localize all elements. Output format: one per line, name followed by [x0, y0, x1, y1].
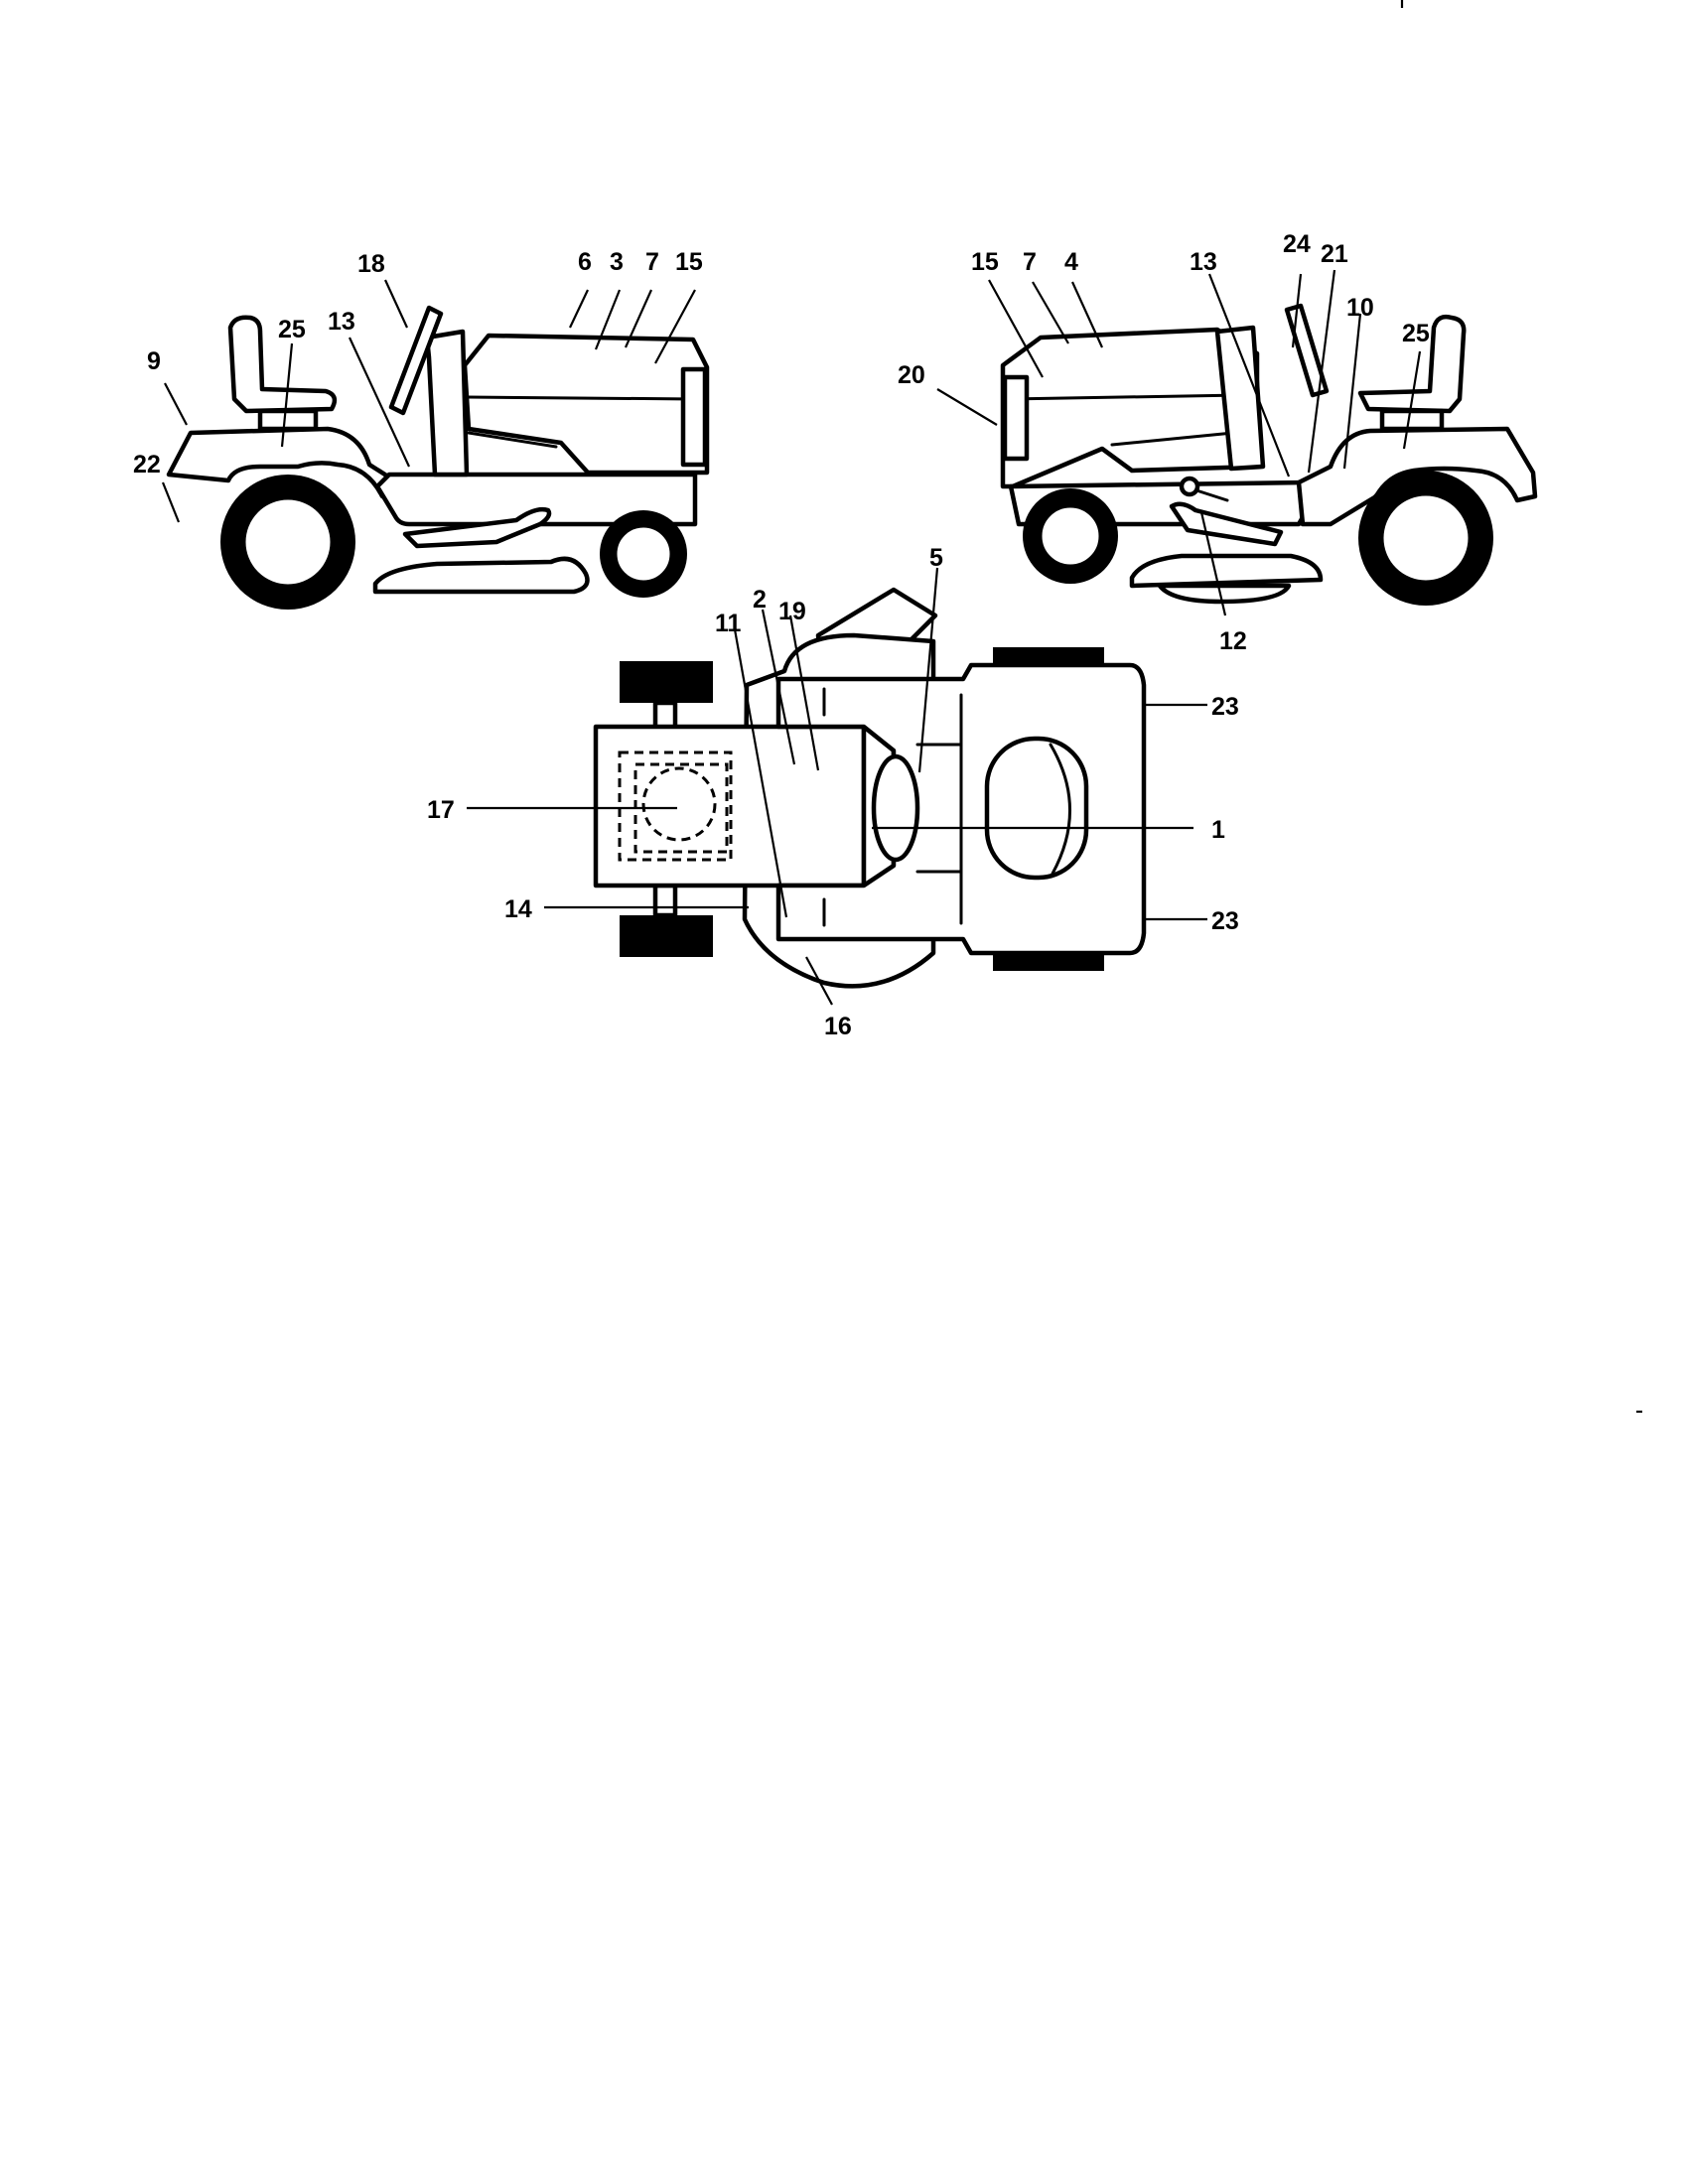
callout-6: 6: [578, 248, 592, 276]
callout-21: 21: [1321, 240, 1348, 268]
left-side-view: [161, 279, 710, 610]
right-grille: [1002, 374, 1030, 462]
top-seat: [871, 753, 920, 863]
left-dash: [424, 329, 470, 478]
callout-labels: 18 6 3 7 15 9 25 13 22 15 7 4 13 24 21 1…: [133, 230, 1430, 1040]
callout-13: 13: [328, 308, 355, 336]
callout-23-bottom: 23: [1211, 907, 1239, 935]
callout-7: 7: [645, 248, 659, 276]
callout-5: 5: [929, 544, 943, 572]
right-hood: [1000, 327, 1260, 489]
callout-23-top: 23: [1211, 693, 1239, 721]
left-mower-deck: [372, 556, 590, 595]
left-footrest: [402, 506, 552, 549]
callout-17: 17: [427, 796, 455, 824]
left-seat: [227, 315, 338, 414]
callout-16: 16: [824, 1013, 852, 1040]
callout-4: 4: [1064, 248, 1078, 276]
right-rear-fender: [1296, 426, 1538, 527]
callout-18: 18: [357, 250, 385, 278]
left-rear-fender: [166, 426, 400, 499]
callout-14: 14: [504, 895, 532, 923]
callout-12: 12: [1219, 627, 1247, 655]
top-engine-outline: [618, 751, 733, 862]
callout-25: 25: [278, 316, 306, 343]
left-hood: [462, 333, 710, 476]
right-seat: [1357, 314, 1467, 414]
callout-15-right: 15: [971, 248, 999, 276]
callout-24: 24: [1283, 230, 1311, 258]
right-footrest: [1169, 501, 1284, 547]
callout-2: 2: [753, 586, 767, 614]
top-view: [467, 567, 1207, 1006]
right-mower-deck: [1129, 553, 1324, 589]
callout-7-right: 7: [1023, 248, 1037, 276]
right-side-view: [936, 269, 1538, 616]
callout-22: 22: [133, 451, 161, 478]
callout-9: 9: [147, 347, 161, 375]
callout-10: 10: [1346, 294, 1374, 322]
callout-25-right: 25: [1402, 320, 1430, 347]
left-grille: [680, 366, 708, 468]
callout-1: 1: [1211, 816, 1225, 844]
left-steering-wheel: [388, 305, 444, 416]
callout-13-right: 13: [1190, 248, 1217, 276]
callout-11: 11: [715, 610, 742, 637]
callout-15: 15: [675, 248, 703, 276]
callout-19: 19: [778, 598, 806, 625]
callout-3: 3: [610, 248, 624, 276]
left-frame: [374, 472, 698, 527]
top-rear-cushion: [984, 736, 1089, 881]
callout-20: 20: [898, 361, 925, 389]
right-dash: [1214, 325, 1266, 472]
